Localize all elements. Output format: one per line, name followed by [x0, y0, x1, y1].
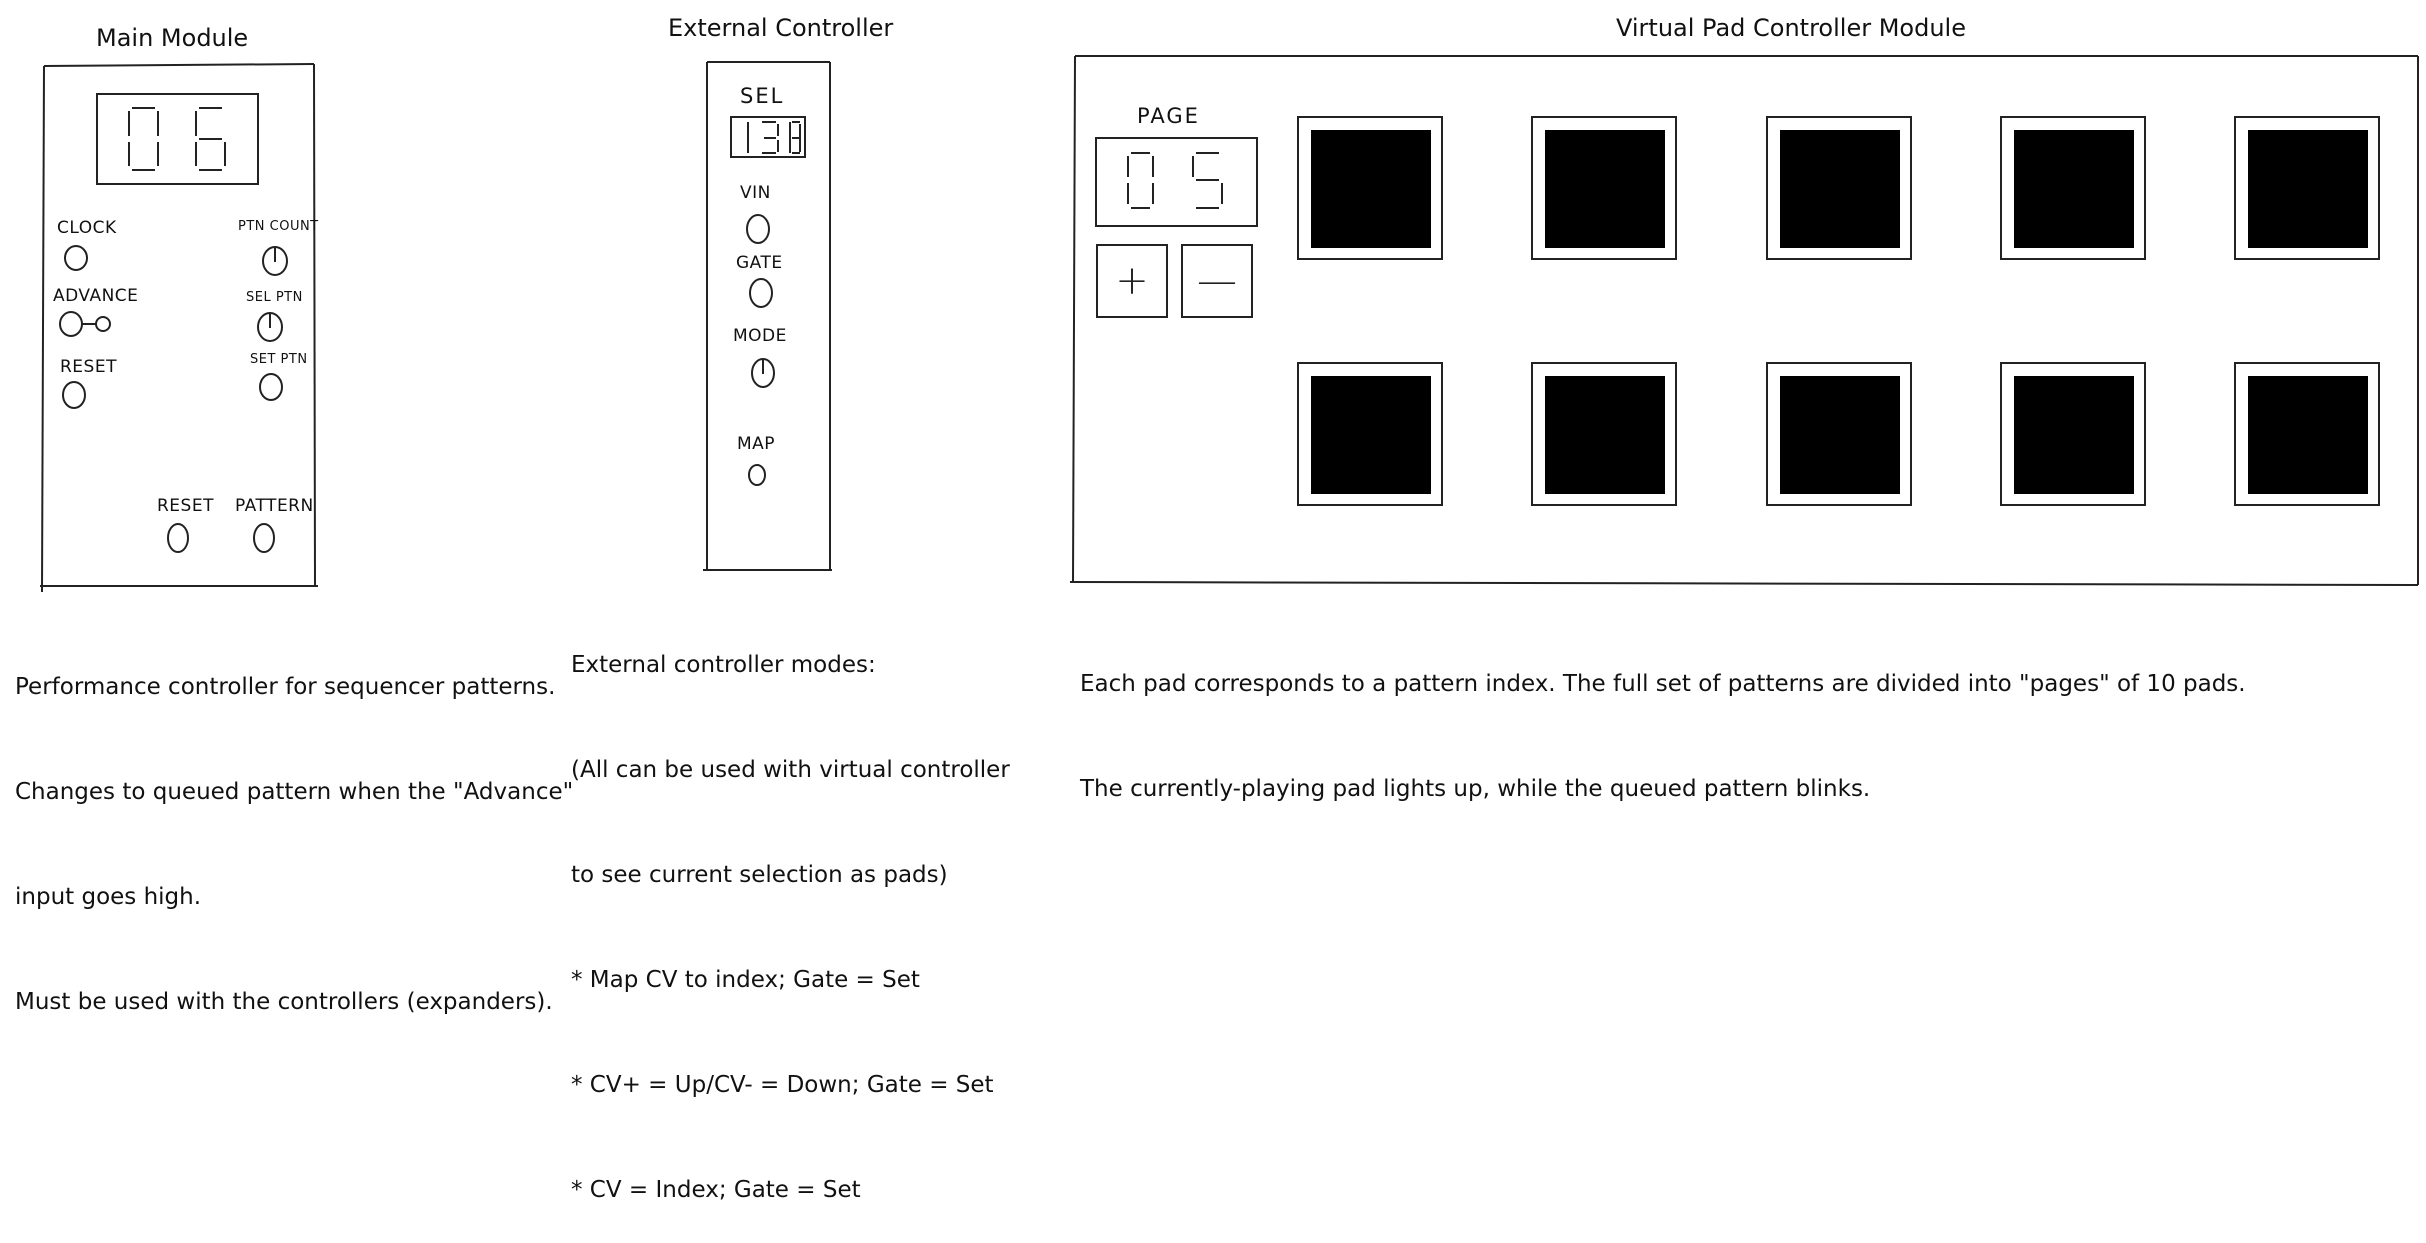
advance-label: ADVANCE [53, 286, 139, 306]
pad-desc-line: Each pad corresponds to a pattern index.… [1080, 671, 2246, 697]
pad-3[interactable] [1766, 116, 1912, 260]
pad-5[interactable] [2234, 116, 2380, 260]
ext-desc-line: External controller modes: [571, 652, 876, 678]
pad-light [1311, 130, 1431, 248]
pad-light [2014, 130, 2134, 248]
gate-label: GATE [736, 253, 783, 273]
ext-desc-line: * CV = Index; Gate = Set [571, 1177, 861, 1203]
sel-ptn-label: SEL PTN [246, 290, 303, 305]
pad-desc-line: The currently-playing pad lights up, whi… [1080, 776, 1871, 802]
page-label: PAGE [1137, 104, 1200, 128]
pad-1[interactable] [1297, 116, 1443, 260]
pad-light [1545, 130, 1665, 248]
pad-light [2248, 130, 2368, 248]
reset-output-jack-icon[interactable] [167, 523, 189, 553]
pad-10[interactable] [2234, 362, 2380, 506]
map-label: MAP [737, 434, 776, 454]
gate-jack-icon[interactable] [749, 278, 773, 308]
main-desc-line: Must be used with the controllers (expan… [15, 989, 553, 1015]
page-display-digits [1127, 152, 1223, 209]
pad-light [2248, 376, 2368, 494]
panel-outlines [40, 55, 2419, 593]
pattern-label: PATTERN [235, 496, 314, 516]
main-module-title: Main Module [96, 24, 249, 52]
main-desc-line: Performance controller for sequencer pat… [15, 674, 556, 700]
vin-jack-icon[interactable] [746, 214, 770, 244]
external-controller-controls [746, 214, 775, 486]
pad-light [1780, 130, 1900, 248]
pad-light [1311, 376, 1431, 494]
ext-desc-line: * CV+ = Up/CV- = Down; Gate = Set [571, 1072, 994, 1098]
page-minus-button[interactable]: — [1181, 244, 1253, 318]
reset-output-label: RESET [157, 496, 214, 516]
virtual-pad-title: Virtual Pad Controller Module [1616, 14, 1966, 42]
main-desc-line: input goes high. [15, 884, 202, 910]
pad-8[interactable] [1766, 362, 1912, 506]
ext-desc-line: (All can be used with virtual controller [571, 757, 1010, 783]
sel-label: SEL [740, 84, 785, 108]
pad-9[interactable] [2000, 362, 2146, 506]
map-jack-icon[interactable] [748, 464, 766, 486]
vin-label: VIN [740, 183, 771, 203]
set-ptn-jack-icon[interactable] [259, 373, 283, 401]
external-controller-title: External Controller [668, 14, 894, 42]
main-display-digits [128, 107, 226, 171]
ptn-count-label: PTN COUNT [238, 219, 319, 234]
virtual-pad-description: Each pad corresponds to a pattern index.… [1080, 597, 2246, 842]
pad-2[interactable] [1531, 116, 1677, 260]
reset-input-label: RESET [60, 357, 117, 377]
pad-light [2014, 376, 2134, 494]
main-module-controls [59, 245, 288, 553]
pad-4[interactable] [2000, 116, 2146, 260]
set-ptn-label: SET PTN [250, 352, 308, 367]
pad-light [1780, 376, 1900, 494]
mode-label: MODE [733, 326, 787, 346]
pad-light [1545, 376, 1665, 494]
clock-label: CLOCK [57, 218, 117, 238]
clock-jack-icon[interactable] [64, 245, 88, 271]
ext-desc-line: to see current selection as pads) [571, 862, 948, 888]
pad-7[interactable] [1531, 362, 1677, 506]
ext-desc-line: * Map CV to index; Gate = Set [571, 967, 920, 993]
pad-6[interactable] [1297, 362, 1443, 506]
reset-input-jack-icon[interactable] [62, 381, 86, 409]
pattern-output-jack-icon[interactable] [253, 523, 275, 553]
sel-display-digits [747, 121, 801, 154]
page-plus-button[interactable]: + [1096, 244, 1168, 318]
